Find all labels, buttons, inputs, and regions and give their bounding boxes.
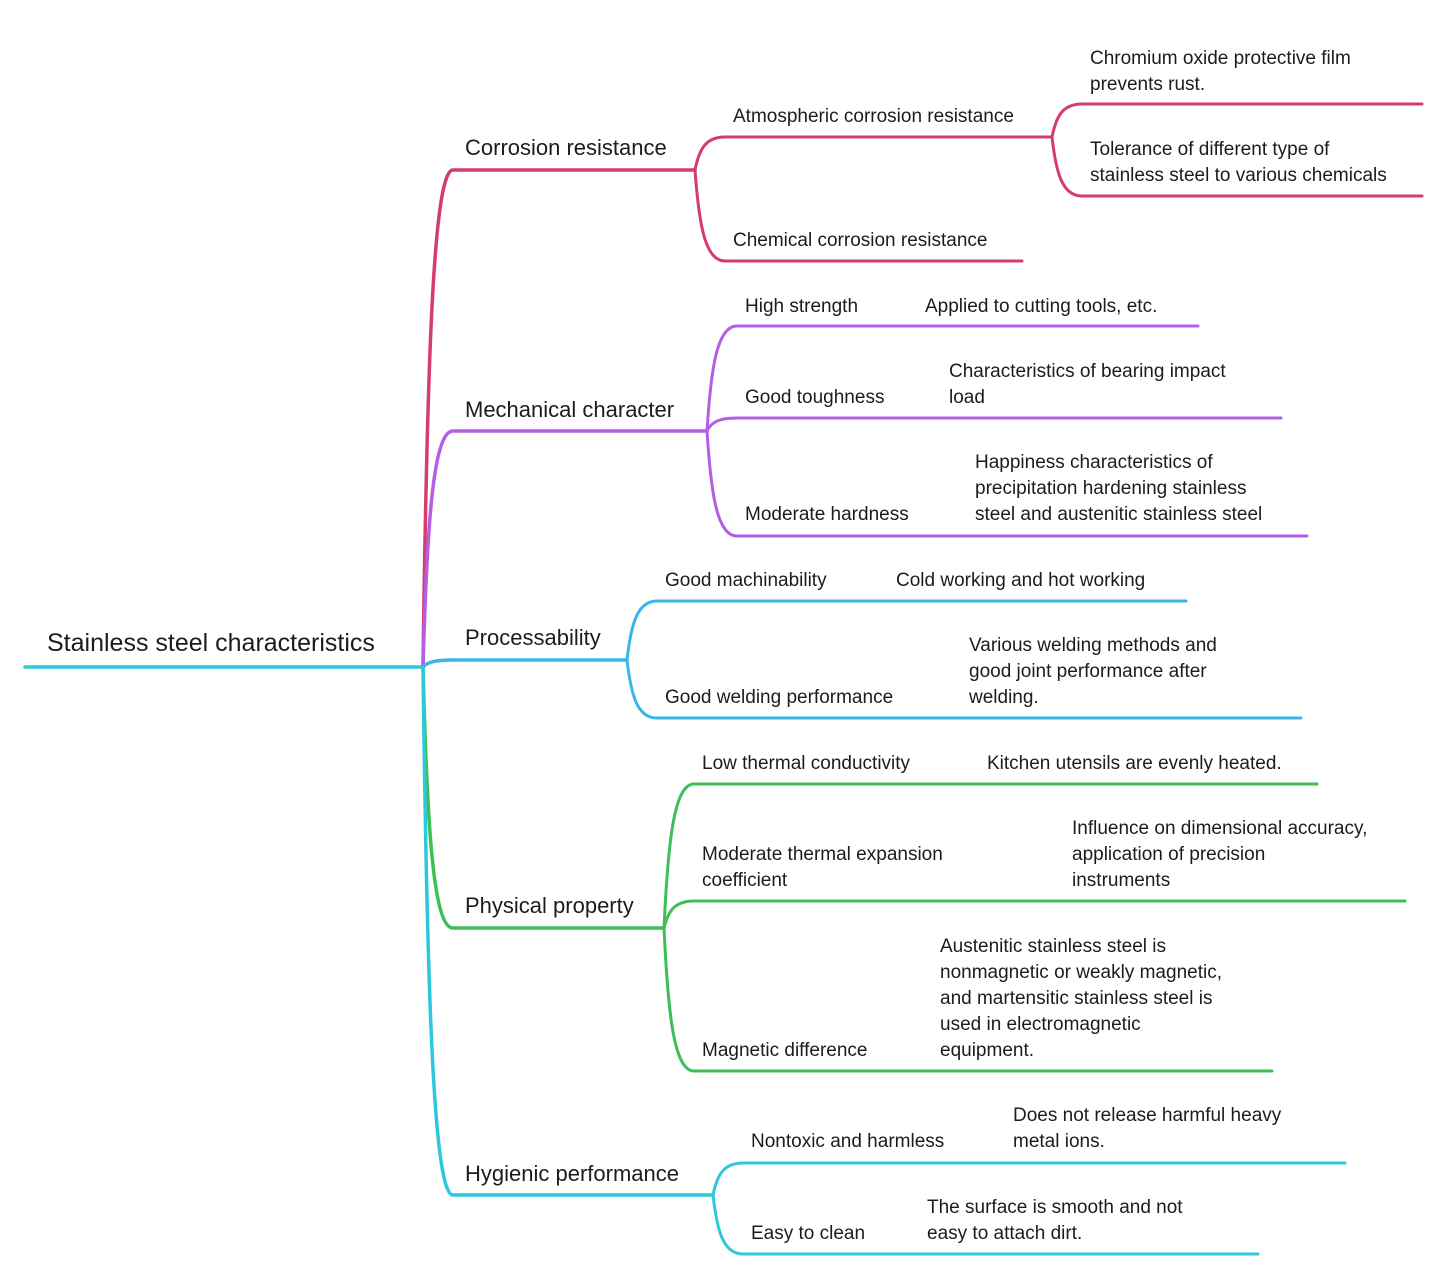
subline-nontoxic	[711, 1161, 1347, 1197]
subline-thermal-conductivity	[662, 782, 1319, 930]
subtopic-good-welding-performance[interactable]: Good welding performance	[665, 687, 894, 708]
topic-hygienic-performance[interactable]: Hygienic performance	[465, 1161, 679, 1186]
branch-line-physical	[421, 665, 666, 930]
detail-chromium-oxide-film[interactable]: Chromium oxide protective film prevents …	[1090, 48, 1351, 95]
detailline-chromium	[1050, 102, 1424, 139]
detail-smooth-surface[interactable]: The surface is smooth and not easy to at…	[927, 1197, 1183, 1244]
detail-chemical-tolerance[interactable]: Tolerance of different type of stainless…	[1090, 139, 1387, 186]
subtopic-thermal-expansion[interactable]: Moderate thermal expansion coefficient	[702, 844, 943, 891]
subtopic-easy-to-clean[interactable]: Easy to clean	[751, 1223, 866, 1244]
branch-line-processability	[421, 658, 629, 669]
subtopic-high-strength[interactable]: High strength	[745, 296, 859, 317]
subtopic-nontoxic-harmless[interactable]: Nontoxic and harmless	[751, 1131, 945, 1152]
root-topic[interactable]: Stainless steel characteristics	[47, 629, 375, 657]
detail-magnetism[interactable]: Austenitic stainless steel is nonmagneti…	[940, 936, 1222, 1061]
subtopic-low-thermal-conductivity[interactable]: Low thermal conductivity	[702, 753, 911, 774]
detail-cold-hot-working[interactable]: Cold working and hot working	[896, 570, 1146, 591]
subline-good-toughness	[705, 416, 1283, 433]
subline-thermal-expansion	[662, 899, 1407, 930]
subline-chemical	[693, 168, 1024, 263]
subtopic-good-machinability[interactable]: Good machinability	[665, 570, 827, 591]
subline-atmospheric	[693, 135, 1054, 172]
subline-high-strength	[705, 324, 1200, 433]
subline-moderate-hardness	[705, 429, 1309, 538]
detailline-tolerance	[1050, 135, 1424, 198]
branch-line-mechanical	[421, 429, 709, 669]
detail-cutting-tools[interactable]: Applied to cutting tools, etc.	[925, 296, 1158, 317]
detail-heavy-metal-ions[interactable]: Does not release harmful heavy metal ion…	[1013, 1105, 1282, 1152]
topic-corrosion-resistance[interactable]: Corrosion resistance	[465, 135, 667, 160]
subline-machinability	[625, 599, 1188, 662]
branch-line-corrosion	[421, 168, 697, 669]
branch-line-hygienic	[421, 665, 715, 1197]
detail-dimensional-accuracy[interactable]: Influence on dimensional accuracy, appli…	[1072, 818, 1368, 891]
subtopic-chemical-corrosion-resistance[interactable]: Chemical corrosion resistance	[733, 230, 988, 251]
topic-physical-property[interactable]: Physical property	[465, 893, 634, 918]
subline-easy-clean	[711, 1193, 1260, 1256]
detail-evenly-heated[interactable]: Kitchen utensils are evenly heated.	[987, 753, 1282, 774]
subtopic-moderate-hardness[interactable]: Moderate hardness	[745, 504, 909, 525]
subtopic-magnetic-difference[interactable]: Magnetic difference	[702, 1040, 868, 1061]
detail-welding-methods[interactable]: Various welding methods and good joint p…	[969, 635, 1217, 708]
topic-processability[interactable]: Processability	[465, 625, 601, 650]
subtopic-good-toughness[interactable]: Good toughness	[745, 387, 885, 408]
subline-magnetic	[662, 926, 1274, 1073]
subtopic-atmospheric-corrosion-resistance[interactable]: Atmospheric corrosion resistance	[733, 106, 1014, 127]
topic-mechanical-character[interactable]: Mechanical character	[465, 397, 675, 422]
detail-impact-load[interactable]: Characteristics of bearing impact load	[949, 361, 1226, 408]
detail-hardening-steel[interactable]: Happiness characteristics of precipitati…	[975, 452, 1263, 525]
subline-welding	[625, 658, 1303, 720]
